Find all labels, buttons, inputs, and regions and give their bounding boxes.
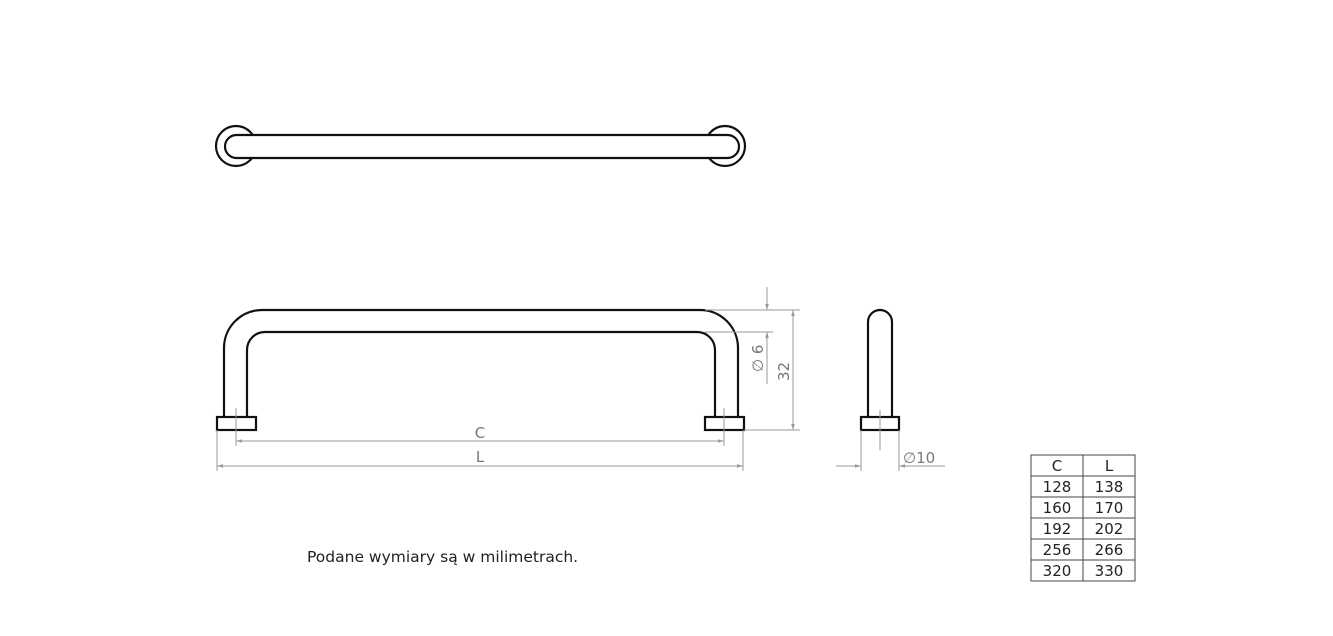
l-dimension-label: L <box>476 448 485 466</box>
table-cell: 266 <box>1095 541 1124 559</box>
front-view: C L ∅ 6 32 <box>215 287 800 471</box>
table-cell: 128 <box>1043 478 1072 496</box>
c-dimension-label: C <box>475 424 485 442</box>
table-cell: 160 <box>1043 499 1072 517</box>
units-note: Podane wymiary są w milimetrach. <box>307 548 578 566</box>
handle-bar-top <box>223 133 741 160</box>
table-cell: 170 <box>1095 499 1124 517</box>
top-view <box>214 124 747 168</box>
side-rod-outline <box>866 308 894 417</box>
side-view: ∅10 <box>836 308 945 471</box>
table-cell: 138 <box>1095 478 1124 496</box>
height-label: 32 <box>775 362 793 381</box>
table-header-c: C <box>1052 457 1062 475</box>
table-cell: 192 <box>1043 520 1072 538</box>
table-cell: 320 <box>1043 562 1072 580</box>
table-cell: 202 <box>1095 520 1124 538</box>
handle-inner-outline <box>245 330 717 417</box>
size-table-text: C L 128 138 160 170 192 202 256 266 320 … <box>1043 457 1124 580</box>
table-header-l: L <box>1105 457 1114 475</box>
rod-diameter-label: ∅ 6 <box>749 345 767 372</box>
size-table <box>1030 454 1136 582</box>
handle-outer-outline <box>222 308 740 417</box>
base-diameter-label: ∅10 <box>903 449 935 467</box>
table-cell: 330 <box>1095 562 1124 580</box>
table-cell: 256 <box>1043 541 1072 559</box>
